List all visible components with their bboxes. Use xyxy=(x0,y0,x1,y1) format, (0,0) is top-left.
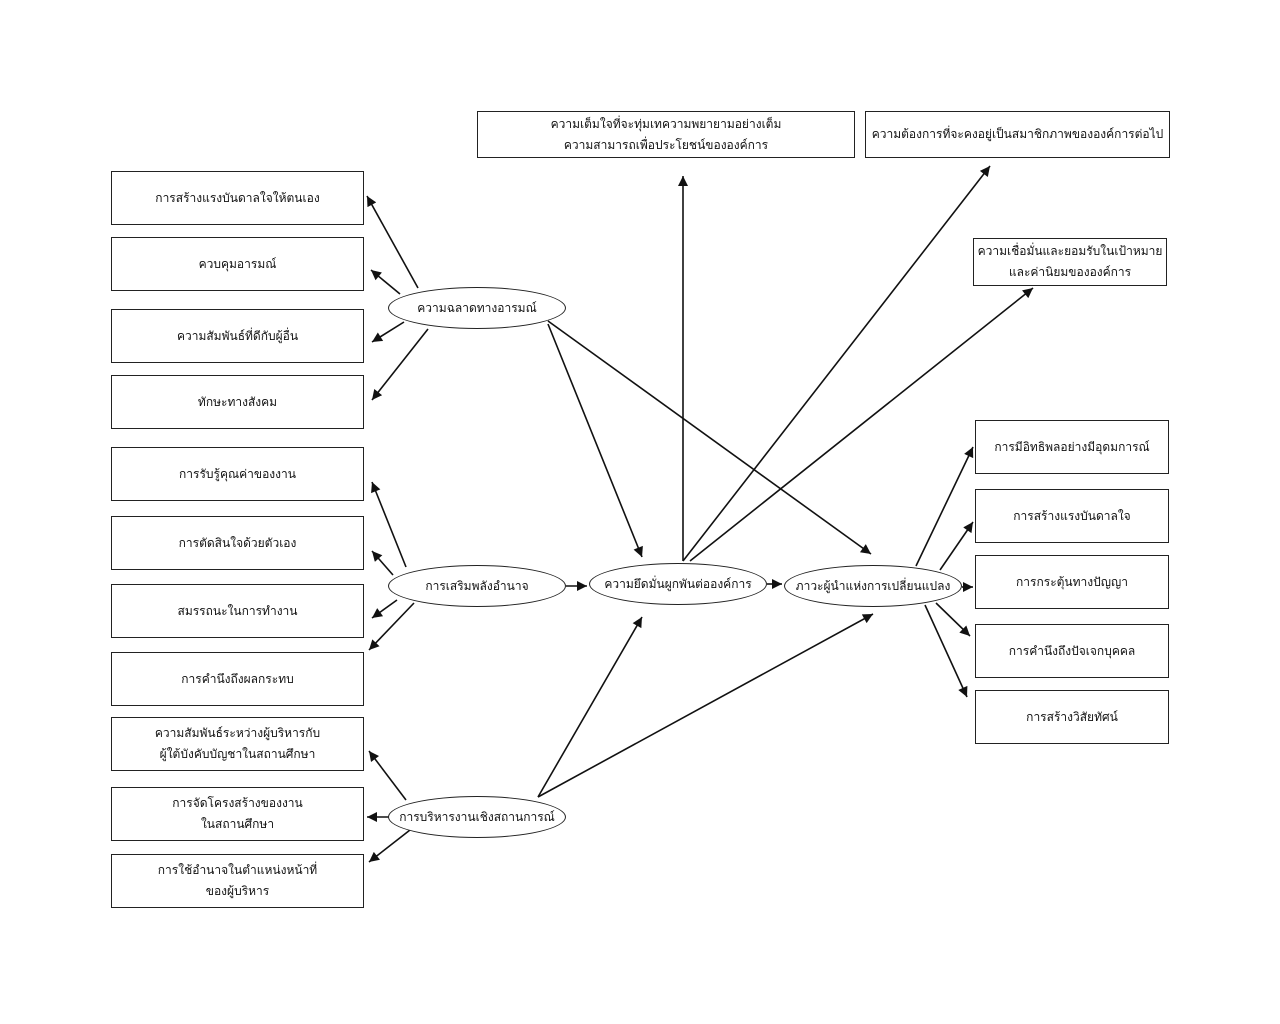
indicator-emp-meaning: การรับรู้คุณค่าของงาน xyxy=(111,447,364,501)
indicator-emp-competence: สมรรถนะในการทำงาน xyxy=(111,584,364,638)
indicator-sm-task-structure: การจัดโครงสร้างของงาน ในสถานศึกษา xyxy=(111,787,364,841)
indicator-tl-intellectual-stimulation: การกระตุ้นทางปัญญา xyxy=(975,555,1169,609)
arrow-sm-to-leadership xyxy=(537,613,874,798)
construct-emotional-intelligence: ความฉลาดทางอารมณ์ xyxy=(388,287,566,329)
indicator-ei-social-skills: ทักษะทางสังคม xyxy=(111,375,364,429)
construct-situational-management: การบริหารงานเชิงสถานการณ์ xyxy=(388,796,566,838)
arrow-ei-to-social-skills xyxy=(371,328,429,401)
indicator-tl-idealized-influence: การมีอิทธิพลอย่างมีอุดมการณ์ xyxy=(975,420,1169,474)
construct-transformational-leadership: ภาวะผู้นำแห่งการเปลี่ยนแปลง xyxy=(784,565,962,607)
arrow-ei-to-emotion-control xyxy=(370,269,401,295)
arrow-emp-to-self-determination xyxy=(371,550,394,576)
arrow-sm-to-commitment xyxy=(537,616,643,798)
construct-organizational-commitment: ความยึดมั่นผูกพันต่อองค์การ xyxy=(589,563,767,605)
indicator-oc-membership: ความต้องการที่จะคงอยู่เป็นสมาชิกภาพขององ… xyxy=(865,111,1170,158)
indicator-ei-self-motivation: การสร้างแรงบันดาลใจให้ตนเอง xyxy=(111,171,364,225)
arrow-oc-to-belief xyxy=(689,287,1034,562)
arrow-emp-to-meaning xyxy=(371,481,407,568)
arrow-ei-to-leadership xyxy=(547,320,872,555)
arrow-sm-to-position-power xyxy=(368,829,411,863)
arrow-tl-to-vision xyxy=(924,604,968,698)
indicator-ei-emotion-control: ควบคุมอารมณ์ xyxy=(111,237,364,291)
indicator-oc-belief: ความเชื่อมั่นและยอมรับในเป้าหมาย และค่าน… xyxy=(973,238,1167,286)
indicator-sm-leader-member-relations: ความสัมพันธ์ระหว่างผู้บริหารกับ ผู้ใต้บั… xyxy=(111,717,364,771)
indicator-oc-effort: ความเต็มใจที่จะทุ่มเทความพยายามอย่างเต็ม… xyxy=(477,111,855,158)
arrow-tl-to-inspiration xyxy=(939,521,974,571)
indicator-tl-vision: การสร้างวิสัยทัศน์ xyxy=(975,690,1169,744)
arrow-oc-to-membership xyxy=(682,165,991,562)
arrow-ei-to-self-motivation xyxy=(366,195,419,289)
arrow-tl-to-individual-consideration xyxy=(935,602,971,637)
arrow-ei-to-relationships xyxy=(371,321,405,343)
indicator-emp-self-determination: การตัดสินใจด้วยตัวเอง xyxy=(111,516,364,570)
indicator-ei-relationships: ความสัมพันธ์ที่ดีกับผู้อื่น xyxy=(111,309,364,363)
indicator-tl-inspiration: การสร้างแรงบันดาลใจ xyxy=(975,489,1169,543)
arrow-sm-to-leader-member xyxy=(368,750,407,801)
indicator-sm-position-power: การใช้อำนาจในตำแหน่งหน้าที่ ของผู้บริหาร xyxy=(111,854,364,908)
arrow-tl-to-idealized-influence xyxy=(915,446,974,567)
arrow-emp-to-impact xyxy=(368,602,415,651)
indicator-emp-impact: การคำนึงถึงผลกระทบ xyxy=(111,652,364,706)
arrow-ei-to-commitment xyxy=(547,323,643,558)
indicator-tl-individual-consideration: การคำนึงถึงปัจเจกบุคคล xyxy=(975,624,1169,678)
construct-empowerment: การเสริมพลังอำนาจ xyxy=(388,565,566,607)
arrow-emp-to-competence xyxy=(371,599,398,619)
